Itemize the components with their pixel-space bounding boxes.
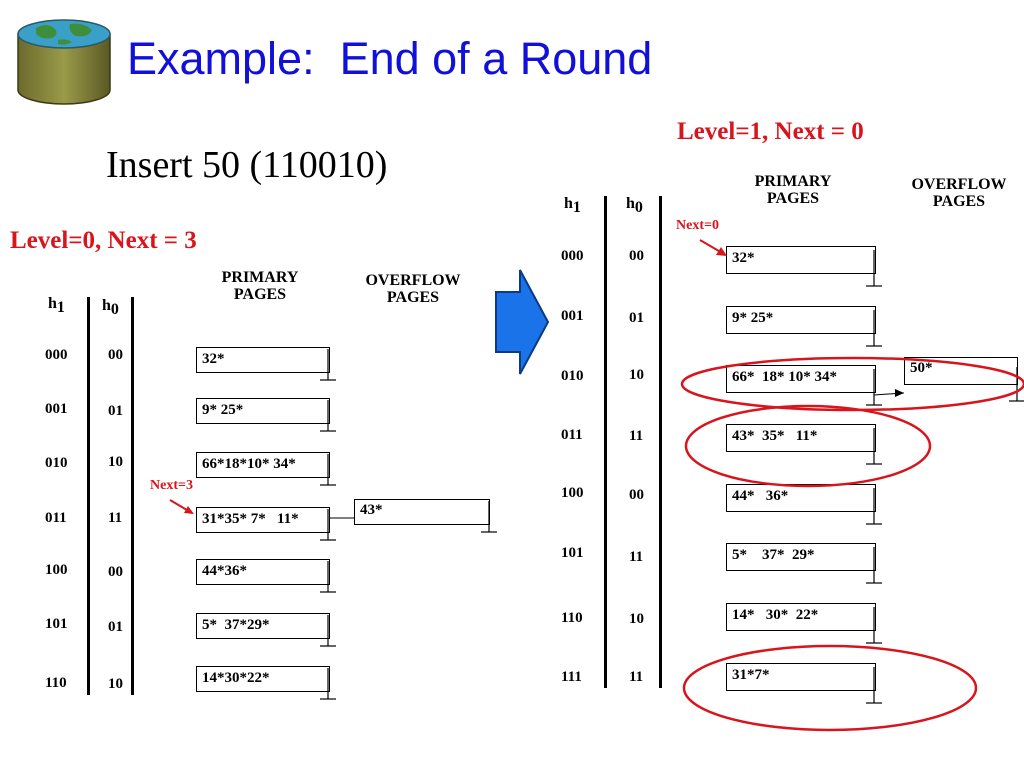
right-overflow-link bbox=[873, 392, 905, 396]
left-bucket-primary-entries: 31*35* 7* 11* bbox=[202, 511, 299, 527]
left-bucket-primary-entries: 5* 37*29* bbox=[202, 617, 270, 633]
left-h1-header: h1 bbox=[48, 295, 65, 316]
right-bucket-primary-page bbox=[726, 306, 876, 334]
right-bucket-primary-entries: 66* 18* 10* 34* bbox=[732, 369, 837, 385]
left-bucket-h0-code: 10 bbox=[108, 676, 123, 692]
left-bucket-primary-entries: 9* 25* bbox=[202, 402, 244, 418]
left-primary-pages-header: PRIMARY PAGES bbox=[221, 269, 299, 303]
right-bucket-primary-entries: 5* 37* 29* bbox=[732, 547, 815, 563]
right-bucket-primary-page bbox=[726, 543, 876, 571]
right-bucket-primary-entries: 14* 30* 22* bbox=[732, 607, 819, 623]
left-next-pointer-label: Next=3 bbox=[150, 478, 193, 493]
left-bucket-primary-entries: 66*18*10* 34* bbox=[202, 456, 296, 472]
left-level-label: Level=0, Next = 3 bbox=[10, 227, 197, 254]
left-bucket-h1-code: 001 bbox=[45, 401, 68, 417]
left-overflow-pages-header: OVERFLOW PAGES bbox=[365, 272, 461, 306]
left-bucket-primary-page bbox=[196, 507, 330, 533]
left-bucket-overflow-page bbox=[354, 499, 490, 525]
right-h0-header: h0 bbox=[626, 195, 643, 216]
right-bucket-h1-code: 000 bbox=[561, 248, 584, 264]
right-h1-header: h1 bbox=[564, 195, 581, 216]
right-bucket-primary-page bbox=[726, 484, 876, 512]
right-bucket-primary-entries: 44* 36* bbox=[732, 488, 789, 504]
right-bucket-h0-code: 10 bbox=[629, 367, 644, 383]
database-icon bbox=[17, 19, 111, 105]
right-bucket-h1-code: 110 bbox=[561, 610, 583, 626]
left-bucket-h1-code: 010 bbox=[45, 455, 68, 471]
left-bucket-h0-code: 11 bbox=[108, 510, 123, 526]
page-title: Example: End of a Round bbox=[127, 33, 653, 84]
left-bucket-overflow-entries: 43* bbox=[360, 502, 383, 518]
right-bucket-primary-page bbox=[726, 246, 876, 274]
left-bucket-h0-code: 10 bbox=[108, 454, 123, 470]
right-overflow-pages-header: OVERFLOW PAGES bbox=[911, 176, 1007, 210]
right-bucket-overflow-entries: 50* bbox=[910, 360, 933, 376]
right-bucket-primary-entries: 9* 25* bbox=[732, 310, 774, 326]
right-bucket-h0-code: 11 bbox=[629, 549, 644, 565]
right-level-label: Level=1, Next = 0 bbox=[677, 118, 864, 145]
right-h0-divider bbox=[659, 196, 662, 688]
left-bucket-h1-code: 101 bbox=[45, 616, 68, 632]
right-bucket-h1-code: 100 bbox=[561, 485, 584, 501]
right-bucket-h1-code: 101 bbox=[561, 545, 584, 561]
left-bucket-primary-page bbox=[196, 452, 330, 478]
right-bucket-h1-code: 010 bbox=[561, 368, 584, 384]
left-bucket-primary-entries: 32* bbox=[202, 351, 225, 367]
right-bucket-primary-entries: 43* 35* 11* bbox=[732, 428, 818, 444]
right-bucket-h1-code: 111 bbox=[561, 669, 582, 685]
left-bucket-h1-code: 110 bbox=[45, 675, 67, 691]
right-primary-pages-header: PRIMARY PAGES bbox=[754, 173, 832, 207]
right-bucket-h0-code: 11 bbox=[629, 669, 644, 685]
left-bucket-h1-code: 011 bbox=[45, 510, 67, 526]
right-bucket-h1-code: 011 bbox=[561, 427, 583, 443]
left-bucket-h0-code: 00 bbox=[108, 564, 123, 580]
left-bucket-primary-page bbox=[196, 559, 330, 585]
right-overflow-arrowhead bbox=[895, 389, 904, 397]
insert-operation: Insert 50 (110010) bbox=[106, 144, 388, 186]
left-bucket-h1-code: 000 bbox=[45, 347, 68, 363]
left-next-arrow bbox=[169, 499, 193, 514]
left-bucket-primary-page bbox=[196, 398, 330, 424]
left-bucket-primary-entries: 44*36* bbox=[202, 563, 247, 579]
left-bucket-primary-entries: 14*30*22* bbox=[202, 670, 270, 686]
left-bucket-primary-page bbox=[196, 613, 330, 639]
right-bucket-h0-code: 10 bbox=[629, 611, 644, 627]
right-next-arrow bbox=[699, 239, 725, 255]
right-bucket-primary-page bbox=[726, 603, 876, 631]
left-bucket-h0-code: 01 bbox=[108, 619, 123, 635]
left-h0-header: h0 bbox=[102, 297, 119, 318]
right-bucket-h0-code: 01 bbox=[629, 310, 644, 326]
left-bucket-h0-code: 00 bbox=[108, 347, 123, 363]
right-bucket-h0-code: 11 bbox=[629, 428, 644, 444]
right-bucket-primary-entries: 32* bbox=[732, 250, 755, 266]
left-h1-divider bbox=[87, 297, 90, 695]
right-next-pointer-label: Next=0 bbox=[676, 218, 719, 233]
left-next-arrowhead bbox=[184, 506, 194, 514]
right-bucket-h1-code: 001 bbox=[561, 308, 584, 324]
right-bucket-h0-code: 00 bbox=[629, 487, 644, 503]
right-bucket-primary-entries: 31*7* bbox=[732, 667, 770, 683]
right-bucket-h0-code: 00 bbox=[629, 248, 644, 264]
left-bucket-h1-code: 100 bbox=[45, 562, 68, 578]
left-bucket-primary-page bbox=[196, 347, 330, 373]
left-bucket-primary-page bbox=[196, 666, 330, 692]
left-h0-divider bbox=[131, 297, 134, 695]
left-bucket-h0-code: 01 bbox=[108, 403, 123, 419]
transition-arrow bbox=[495, 269, 550, 375]
right-h1-divider bbox=[604, 196, 607, 688]
